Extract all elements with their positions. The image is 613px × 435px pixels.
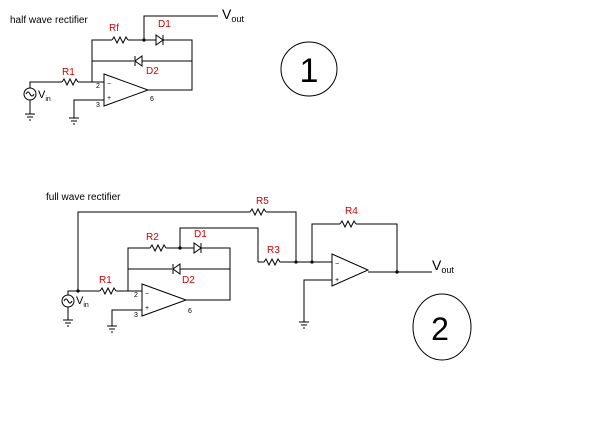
circuit1-title: half wave rectifier [10,15,88,26]
circuit1-number-label: 1 [300,52,319,90]
circuit2-d1-label: D1 [194,229,207,240]
svg-text:−: − [107,81,111,88]
circuit2-r1-label: R1 [99,275,112,286]
circuit1-d1-diode-icon [155,34,164,46]
circuit2-r4-right-wire [356,223,398,272]
circuit1-vout-label: Vout [222,6,244,24]
circuit1-r1-resistor-icon [61,77,79,87]
full-wave-rectifier-circuit: full wave rectifier Vin R1 R5 − + 2 3 6 [46,192,472,361]
circuit1-pin6-label: 6 [150,96,154,103]
circuit2-opamp2-ground-wire [303,279,332,322]
circuit1-d2-label: D2 [146,66,159,77]
circuit2-r5-label: R5 [256,196,269,207]
circuit2-number-label: 2 [431,311,449,347]
circuit1-d2-diode-icon [134,55,143,67]
circuit1-vout-wire [143,15,218,40]
svg-text:−: − [335,261,339,268]
circuit2-summing-node-dot [294,260,298,264]
circuit1-ground-wire [73,99,104,118]
circuit2-ground-wire [111,309,142,326]
circuit1-d1-label: D1 [158,19,171,30]
circuit1-opamp-icon [103,73,150,107]
circuit2-r5-wire [77,211,250,291]
circuit1-rf-resistor-icon [111,35,129,45]
half-wave-rectifier-circuit: half wave rectifier Vin R1 − + 2 3 6 [10,6,338,125]
circuit2-halfwave-wire [179,227,259,262]
circuit2-r2-resistor-icon [149,243,167,253]
circuit2-opamp2-ground-icon [299,321,309,329]
circuit2-d2-label: D2 [182,275,195,286]
circuit2-r4-left-wire [311,223,340,262]
svg-text:−: − [145,291,149,298]
circuit1-rf-label: Rf [109,23,119,34]
circuit1-output-wire [148,39,193,91]
circuit2-r1-resistor-icon [99,286,117,296]
circuit2-r3-label: R3 [267,245,280,256]
circuit1-vin-label: Vin [38,89,51,103]
circuit1-ground-icon [69,117,79,125]
circuit2-r5-to-summing-wire [266,211,297,262]
circuit2-opamp1-output-wire [186,247,231,301]
circuit2-opamp1-icon [141,283,188,317]
circuit1-input-wire [29,81,62,88]
circuit2-ground-icon [107,325,117,333]
circuit1-pin3-label: 3 [96,102,100,109]
circuit2-r3-resistor-icon [258,257,296,267]
circuit2-r4-resistor-icon [339,219,357,229]
circuit2-title: full wave rectifier [46,192,121,203]
circuit2-opamp1-pin3-label: 3 [134,312,138,319]
circuit2-opamp1-pin6-label: 6 [188,308,192,315]
circuit2-r4-label: R4 [345,206,358,217]
circuit2-feedback-left-wire [127,247,150,291]
circuit2-d1-diode-icon [193,242,202,254]
circuit2-number-circle [412,293,472,361]
circuit1-r1-label: R1 [62,67,75,78]
circuit2-r2-label: R2 [146,232,159,243]
circuit1-pin2-label: 2 [96,83,100,90]
circuit2-vout-label: Vout [432,257,454,275]
circuit2-input-wire [67,290,100,295]
svg-text:+: + [107,95,111,102]
circuit1-feedback-left-wire [91,39,112,82]
circuit1-vin-source-icon [23,87,37,121]
circuit2-opamp1-pin2-label: 2 [134,292,138,299]
circuit2-vin-label: Vin [76,295,89,309]
circuit2-d2-diode-icon [172,263,181,275]
circuit2-r5-resistor-icon [249,207,267,217]
circuit2-opamp2-icon [331,253,370,287]
circuit2-output-node-dot [395,270,399,274]
svg-text:+: + [145,305,149,312]
circuit1-number-circle [280,41,338,97]
svg-text:+: + [335,277,339,284]
circuit2-vin-source-icon [61,294,75,327]
